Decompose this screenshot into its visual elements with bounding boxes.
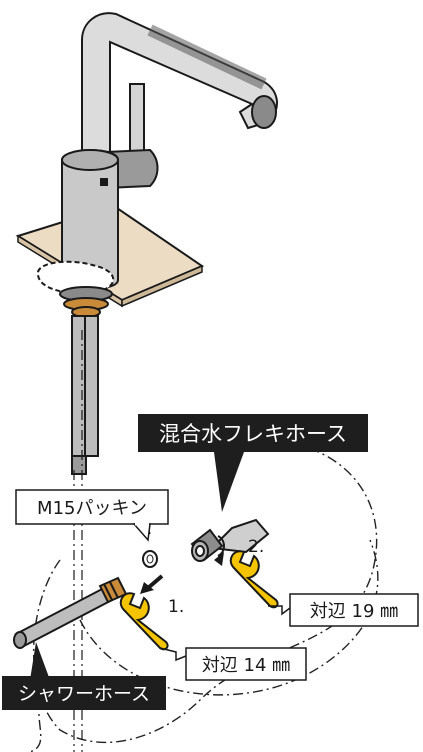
step-2-label: 2.: [248, 537, 264, 557]
shower-hose-icon: [13, 576, 128, 649]
callout-across-flats-14: 対辺 14 ㎜: [185, 647, 307, 681]
packing-ring-icon: [142, 550, 158, 568]
faucet-icon: [37, 12, 278, 311]
mixed-water-hose-label: 混合水フレキホース: [159, 422, 347, 446]
wrench-icon: [119, 592, 169, 651]
callout-mixed-water-hose: 混合水フレキホース: [138, 414, 368, 512]
wrench-icon: [229, 550, 279, 609]
shower-hose-label: シャワーホース: [18, 683, 150, 705]
callout-m15-packing: M15パッキン: [15, 489, 169, 542]
flex-hose-icon: [190, 518, 270, 566]
m15-packing-label: M15パッキン: [37, 498, 147, 519]
arrow-icon: [140, 574, 164, 594]
callout-across-flats-19: 対辺 19 ㎜: [289, 593, 419, 627]
across-flats-19-label: 対辺 19 ㎜: [310, 601, 398, 622]
across-flats-14-label: 対辺 14 ㎜: [202, 655, 290, 676]
step-1-label: 1.: [168, 597, 184, 617]
callout-shower-hose: シャワーホース: [2, 642, 166, 710]
